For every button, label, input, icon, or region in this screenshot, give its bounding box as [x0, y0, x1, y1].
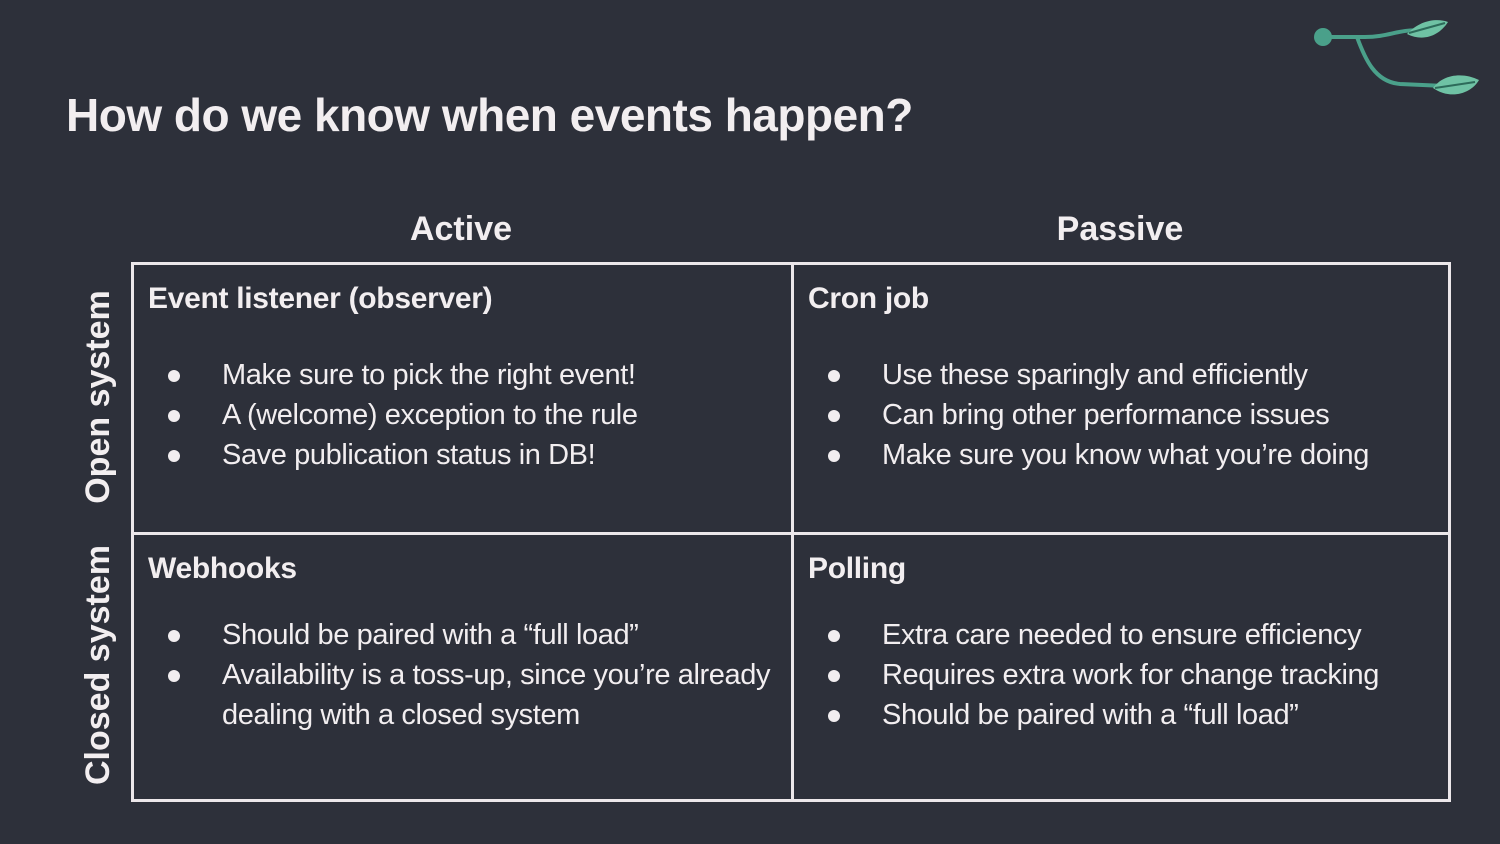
column-header-passive: Passive: [1056, 210, 1184, 248]
bullet-icon: [828, 670, 840, 682]
cell-open-active: Event listener (observer) Make sure to p…: [134, 265, 791, 532]
cell-closed-active: Webhooks Should be paired with a “full l…: [134, 532, 791, 799]
bullet-icon: [168, 450, 180, 462]
branch-leaves-icon: [1314, 20, 1479, 95]
cell-title: Cron job: [808, 282, 929, 315]
bullet-list: Make sure to pick the right event! A (we…: [148, 355, 777, 475]
list-item: Requires extra work for change tracking: [808, 655, 1434, 695]
list-item-text: Make sure to pick the right event!: [222, 359, 636, 391]
cell-title: Event listener (observer): [148, 282, 493, 315]
bullet-icon: [168, 410, 180, 422]
bullet-icon: [828, 370, 840, 382]
cell-title: Polling: [808, 552, 906, 585]
row-label-open-system: Open system: [79, 290, 117, 504]
list-item-text: Make sure you know what you’re doing: [882, 439, 1369, 471]
list-item-text: Availability is a toss-up, since you’re …: [222, 659, 771, 731]
list-item-text: Should be paired with a “full load”: [882, 699, 1299, 731]
list-item: Save publication status in DB!: [148, 435, 777, 475]
quadrant-table: Event listener (observer) Make sure to p…: [131, 262, 1451, 802]
cell-closed-passive: Polling Extra care needed to ensure effi…: [791, 532, 1448, 799]
list-item-text: Can bring other performance issues: [882, 399, 1330, 431]
list-item: Should be paired with a “full load”: [808, 695, 1434, 735]
bullet-icon: [168, 670, 180, 682]
bullet-list: Use these sparingly and efficiently Can …: [808, 355, 1434, 475]
bullet-icon: [828, 450, 840, 462]
row-label-closed-system: Closed system: [79, 545, 117, 785]
list-item: Should be paired with a “full load”: [148, 615, 777, 655]
list-item-text: Should be paired with a “full load”: [222, 619, 639, 651]
bullet-list: Should be paired with a “full load” Avai…: [148, 615, 777, 735]
bullet-icon: [168, 370, 180, 382]
bullet-list: Extra care needed to ensure efficiency R…: [808, 615, 1434, 735]
list-item: Make sure you know what you’re doing: [808, 435, 1434, 475]
bullet-icon: [828, 630, 840, 642]
bullet-icon: [828, 710, 840, 722]
list-item-text: Requires extra work for change tracking: [882, 659, 1379, 691]
list-item: Make sure to pick the right event!: [148, 355, 777, 395]
list-item-text: Save publication status in DB!: [222, 439, 596, 471]
list-item-text: Extra care needed to ensure efficiency: [882, 619, 1362, 651]
bullet-icon: [828, 410, 840, 422]
list-item: Can bring other performance issues: [808, 395, 1434, 435]
cell-open-passive: Cron job Use these sparingly and efficie…: [791, 265, 1448, 532]
bullet-icon: [168, 630, 180, 642]
list-item: Use these sparingly and efficiently: [808, 355, 1434, 395]
list-item: A (welcome) exception to the rule: [148, 395, 777, 435]
slide-title: How do we know when events happen?: [66, 89, 913, 141]
column-header-active: Active: [409, 210, 513, 248]
cell-title: Webhooks: [148, 552, 297, 585]
list-item-text: Use these sparingly and efficiently: [882, 359, 1308, 391]
list-item: Extra care needed to ensure efficiency: [808, 615, 1434, 655]
list-item: Availability is a toss-up, since you’re …: [148, 655, 777, 735]
list-item-text: A (welcome) exception to the rule: [222, 399, 638, 431]
